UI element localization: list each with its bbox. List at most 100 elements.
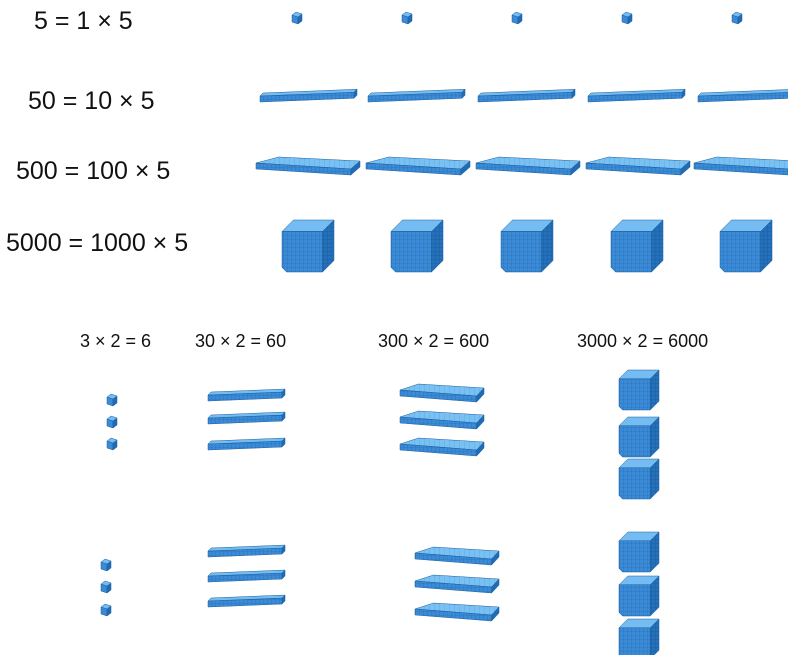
equation-3x2: 3 × 2 = 6 (80, 331, 152, 351)
top-flat-block (255, 156, 361, 176)
bottom-rod-block (207, 544, 286, 558)
unit-top-face (100, 558, 112, 565)
top-rod-block (697, 89, 788, 103)
flat-front-edge (693, 162, 788, 176)
top-unit-block (731, 11, 743, 25)
cube-side-face (541, 219, 554, 273)
blocks-layer (100, 11, 788, 655)
bottom-flat-block (414, 546, 500, 566)
unit-top-face (731, 11, 743, 18)
bottom-unit-block (106, 437, 118, 451)
cube-front-face (618, 378, 651, 411)
bottom-flat-block (414, 574, 500, 594)
equation-tens: 50 = 10 × 5 (28, 87, 155, 115)
equation-ones: 5 = 1 × 5 (34, 7, 133, 35)
cube-side-face (649, 575, 660, 617)
unit-top-face (106, 393, 118, 400)
cube-side-face (322, 219, 335, 273)
cube-side-face (649, 416, 660, 458)
cube-side-face (651, 219, 664, 273)
rod-end-face (571, 88, 576, 99)
cube-front-face (390, 231, 432, 273)
top-rod-block (259, 88, 358, 103)
unit-top-face (511, 11, 523, 18)
equation-hundreds: 500 = 100 × 5 (16, 157, 171, 185)
top-unit-block (291, 11, 303, 25)
cube-side-face (760, 219, 773, 273)
rod-end-face (353, 88, 358, 99)
bottom-flat-block (399, 410, 485, 430)
rod-end-face (281, 594, 286, 605)
flat-side-edge (680, 160, 691, 176)
bottom-rod-block (207, 437, 286, 451)
rod-end-face (281, 569, 286, 580)
bottom-unit-block (106, 415, 118, 429)
bottom-rod-block (207, 411, 286, 425)
top-cube-block (500, 219, 554, 273)
top-unit-block (401, 11, 413, 25)
cube-front-face (610, 231, 652, 273)
cube-front-face (618, 627, 651, 655)
bottom-unit-block (100, 580, 112, 594)
rod-end-face (281, 411, 286, 422)
bottom-unit-block (106, 393, 118, 407)
rod-end-face (461, 88, 466, 99)
unit-top-face (401, 11, 413, 18)
rod-end-face (281, 388, 286, 399)
unit-top-face (106, 415, 118, 422)
bottom-cube-block (618, 575, 660, 617)
unit-top-face (291, 11, 303, 18)
flat-side-edge (476, 441, 485, 457)
cube-side-face (649, 369, 660, 411)
top-cube-block (719, 219, 773, 273)
equation-3000x2: 3000 × 2 = 6000 (577, 331, 709, 351)
cube-side-face (431, 219, 444, 273)
top-cube-block (390, 219, 444, 273)
top-rod-block (587, 88, 686, 103)
cube-front-face (618, 425, 651, 458)
flat-side-edge (491, 550, 500, 566)
equation-30x2: 30 × 2 = 60 (195, 331, 287, 351)
bottom-cube-block (618, 618, 660, 655)
top-cube-block (610, 219, 664, 273)
cube-front-face (618, 467, 651, 500)
bottom-unit-block (100, 603, 112, 617)
top-rod-block (367, 88, 466, 103)
cube-side-face (649, 531, 660, 573)
cube-front-face (719, 231, 761, 273)
top-unit-block (621, 11, 633, 25)
bottom-rod-block (207, 569, 286, 583)
equation-300x2: 300 × 2 = 600 (378, 331, 490, 351)
cube-front-face (618, 540, 651, 573)
bottom-cube-block (618, 416, 660, 458)
unit-top-face (100, 580, 112, 587)
rod-end-face (281, 544, 286, 555)
top-flat-block (693, 156, 788, 176)
top-cube-block (281, 219, 335, 273)
cube-front-face (281, 231, 323, 273)
bottom-cube-block (618, 531, 660, 573)
bottom-flat-block (399, 437, 485, 457)
cube-side-face (649, 458, 660, 500)
cube-front-face (618, 584, 651, 617)
top-rod-block (477, 88, 576, 103)
bottom-rod-block (207, 594, 286, 608)
flat-side-edge (570, 160, 581, 176)
top-unit-block (511, 11, 523, 25)
rod-top-face (697, 89, 788, 97)
top-flat-block (475, 156, 581, 176)
rod-end-face (281, 437, 286, 448)
flat-side-edge (350, 160, 361, 176)
bottom-flat-block (399, 383, 485, 403)
top-flat-block (585, 156, 691, 176)
flat-side-edge (460, 160, 471, 176)
equation-thousands: 5000 = 1000 × 5 (6, 229, 189, 257)
bottom-unit-block (100, 558, 112, 572)
bottom-cube-block (618, 369, 660, 411)
unit-top-face (106, 437, 118, 444)
bottom-rod-block (207, 388, 286, 402)
cube-side-face (649, 618, 660, 655)
flat-side-edge (476, 414, 485, 430)
bottom-flat-block (414, 602, 500, 622)
